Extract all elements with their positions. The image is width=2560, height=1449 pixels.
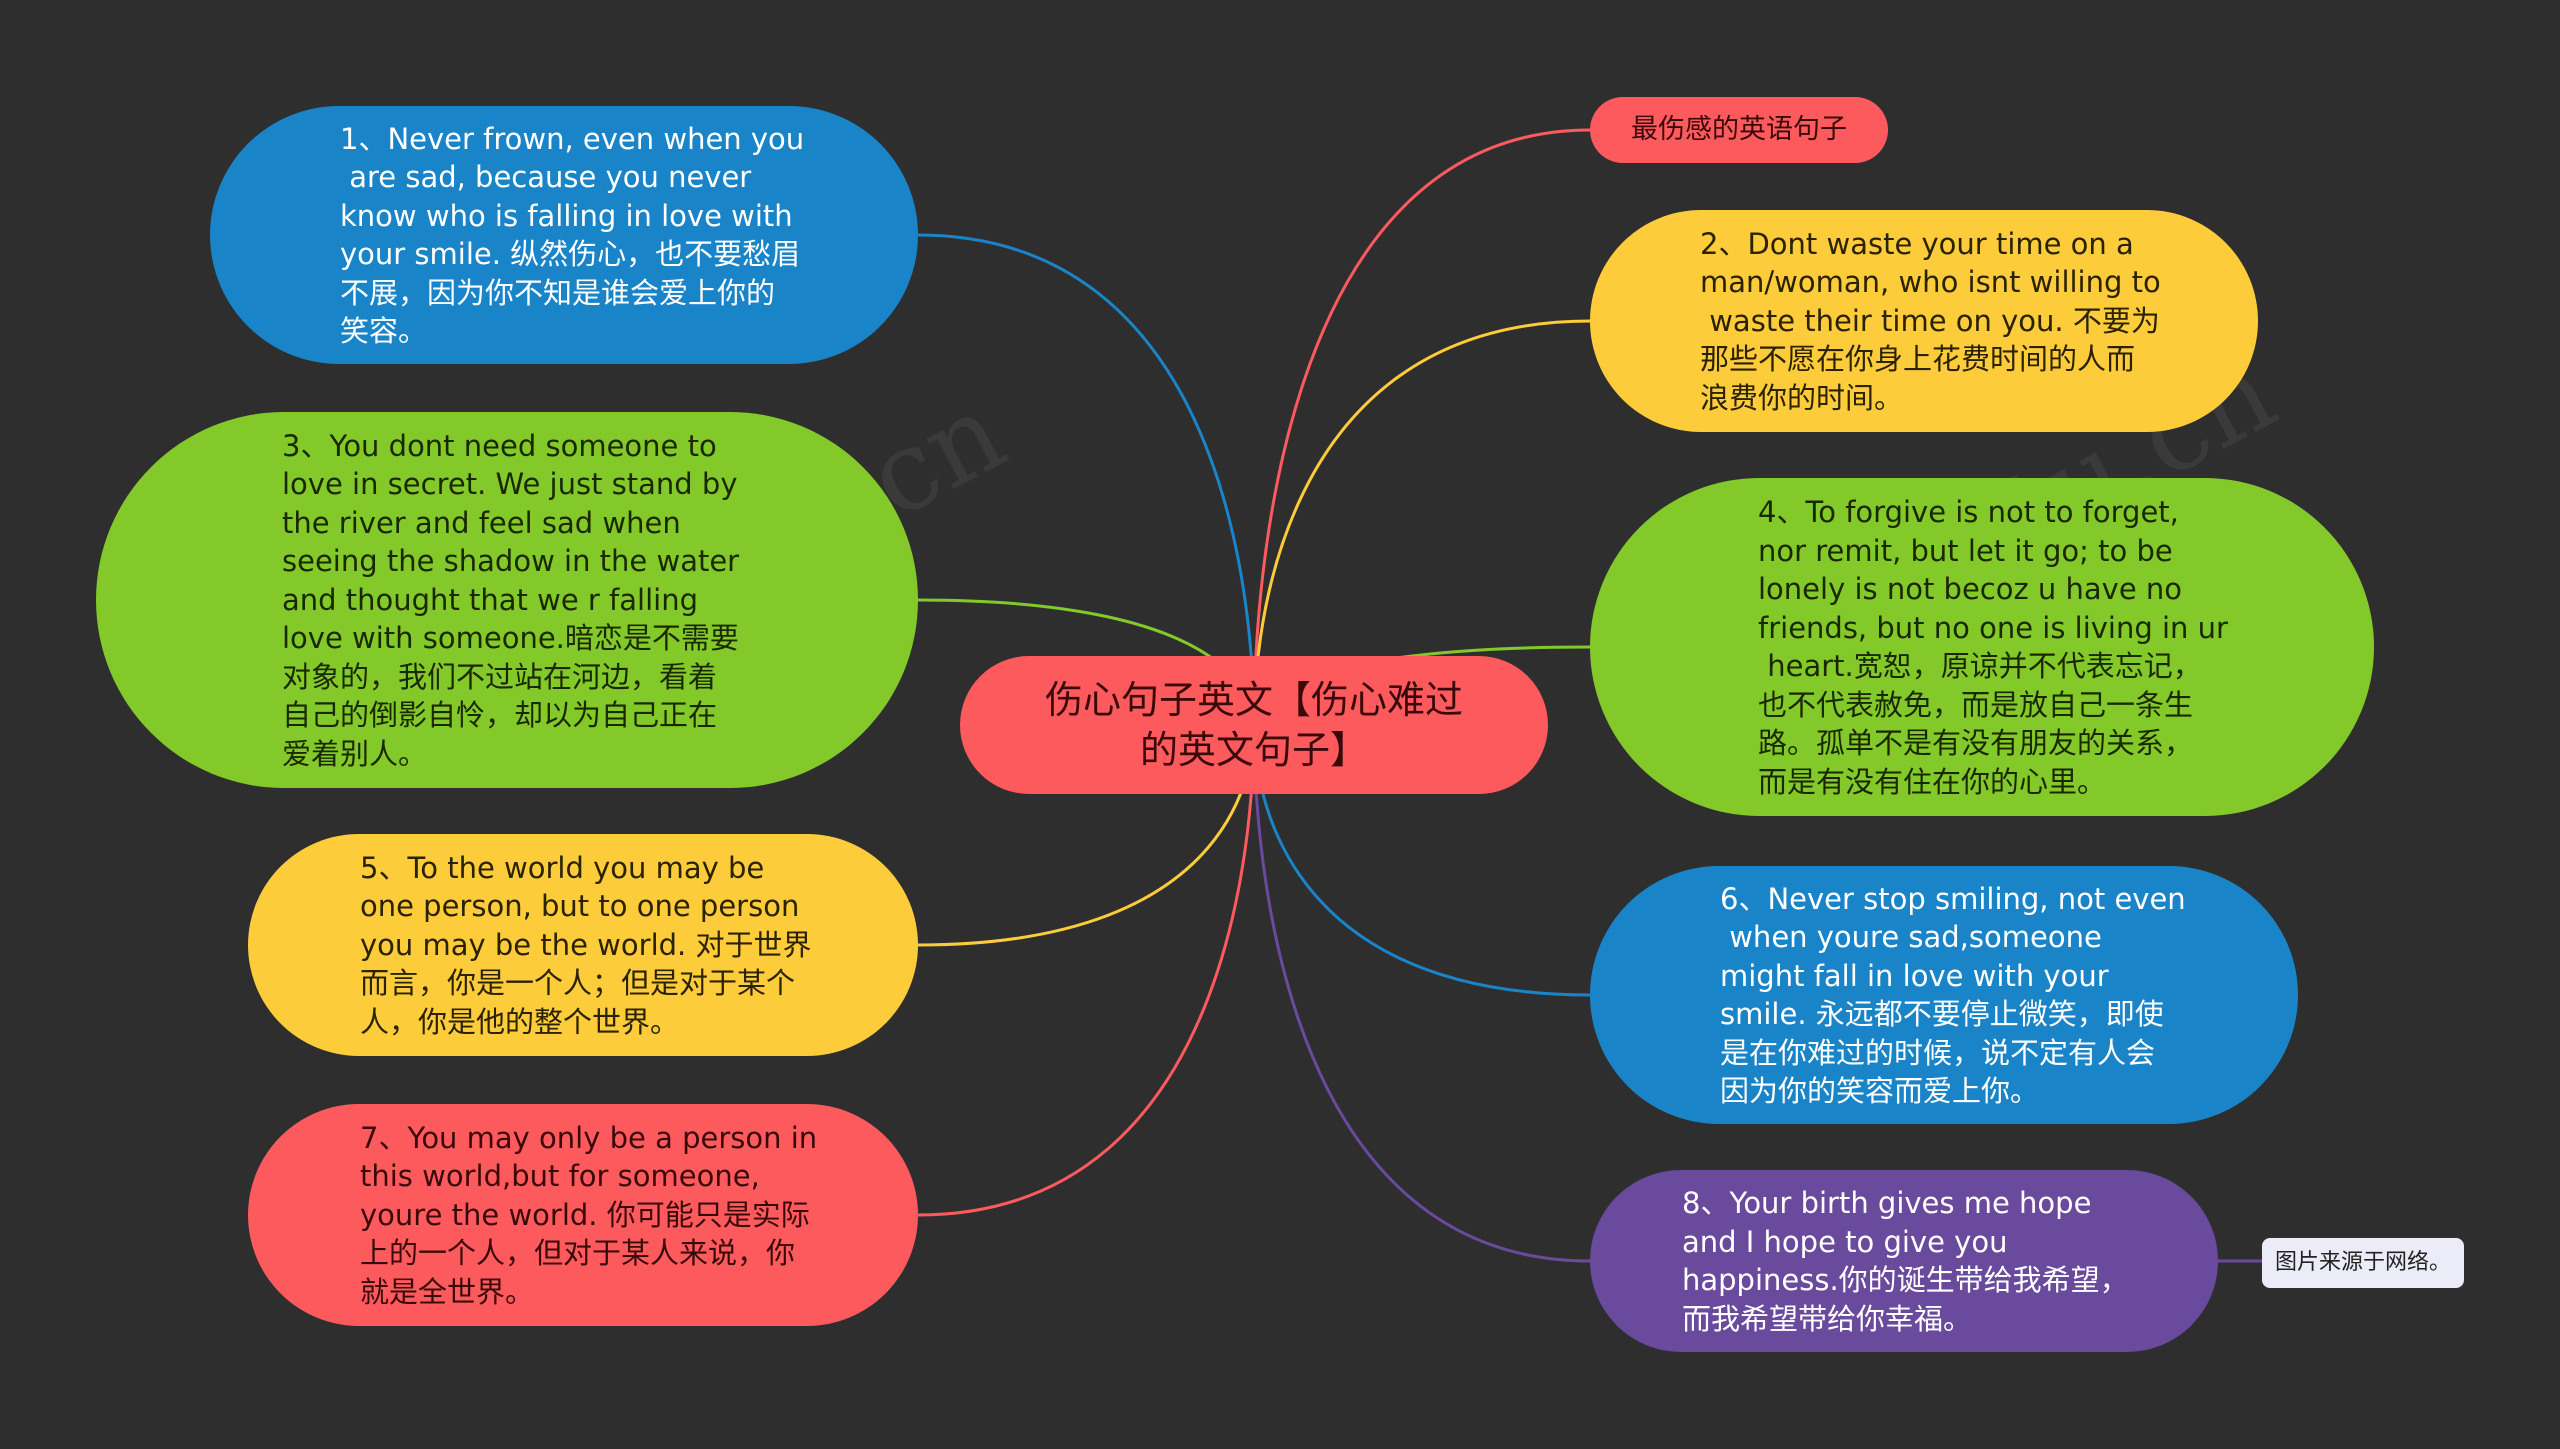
link-title [1252,128,1591,726]
branch-node-1[interactable]: 1、Never frown, even when you are sad, be… [210,106,918,364]
branch-node-label: 7、You may only be a person in this world… [360,1120,818,1309]
central-topic-label: 伤心句子英文【伤心难过 的英文句子】 [1044,678,1463,772]
branch-node-label: 2、Dont waste your time on a man/woman, w… [1700,226,2161,415]
branch-node-label: 1、Never frown, even when you are sad, be… [340,121,805,349]
source-note-label: 图片来源于网络。 [2274,1250,2451,1275]
source-note[interactable]: 图片来源于网络。 [2262,1238,2464,1288]
branch-node-label: 最伤感的英语句子 [1631,114,1847,145]
branch-node-label: 5、To the world you may be one person, bu… [360,850,812,1039]
branch-node-label: 4、To forgive is not to forget, nor remit… [1758,495,2228,799]
central-topic[interactable]: 伤心句子英文【伤心难过 的英文句子】 [960,656,1548,794]
branch-node-label: 8、Your birth gives me hope and I hope to… [1682,1186,2129,1336]
branch-node-4[interactable]: 4、To forgive is not to forget, nor remit… [1590,478,2374,816]
branch-node-label: 6、Never stop smiling, not even when your… [1720,881,2186,1109]
branch-node-2[interactable]: 2、Dont waste your time on a man/woman, w… [1590,210,2258,432]
branch-node-3[interactable]: 3、You dont need someone to love in secre… [96,412,918,788]
branch-node-title[interactable]: 最伤感的英语句子 [1590,97,1888,163]
branch-node-8[interactable]: 8、Your birth gives me hope and I hope to… [1590,1170,2218,1352]
branch-node-label: 3、You dont need someone to love in secre… [282,428,740,771]
link-7 [917,724,1256,1217]
branch-node-6[interactable]: 6、Never stop smiling, not even when your… [1590,866,2298,1124]
branch-node-7[interactable]: 7、You may only be a person in this world… [248,1104,918,1326]
branch-node-5[interactable]: 5、To the world you may be one person, bu… [248,834,918,1056]
